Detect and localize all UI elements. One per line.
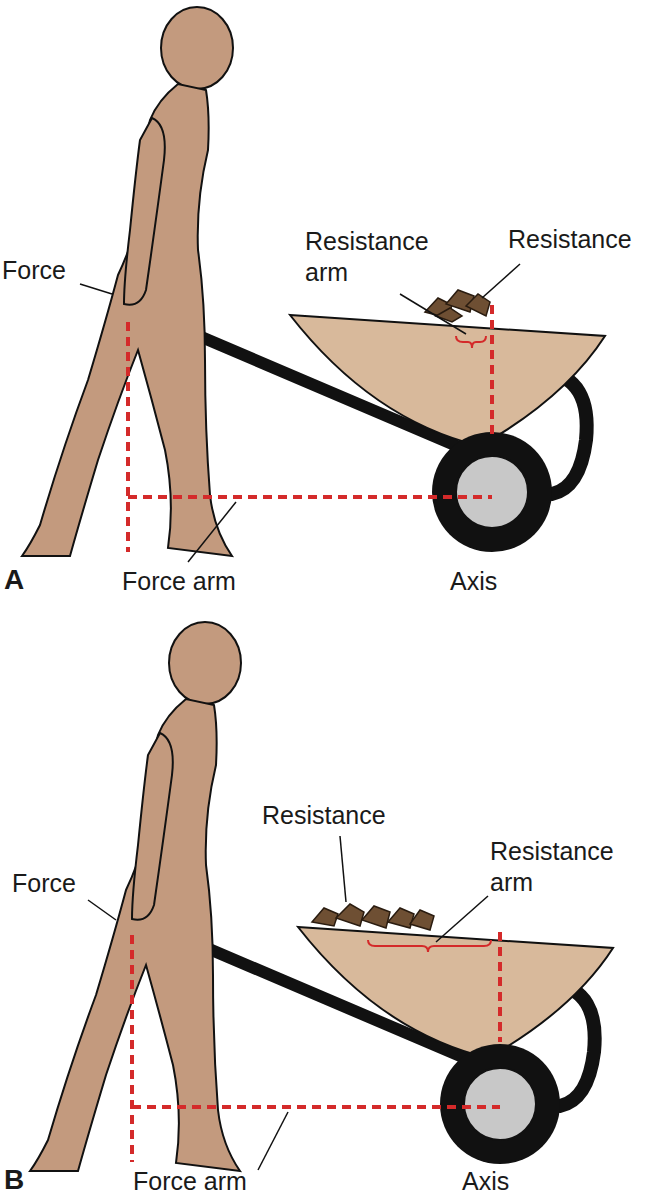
force-arm-label: Force arm [122, 566, 236, 597]
panel-letter: B [4, 1162, 24, 1197]
resistance-arm-label: Resistance arm [305, 226, 470, 289]
panel-letter: A [4, 562, 24, 597]
force-label: Force [2, 255, 66, 286]
resistance-arm-label: Resistance arm [490, 836, 650, 899]
resistance-label: Resistance [508, 224, 632, 255]
axis-label: Axis [450, 566, 497, 597]
leader-lines [80, 264, 520, 562]
leader-lines [88, 836, 488, 1170]
rocks [425, 290, 490, 322]
dashed-reference-lines [128, 305, 492, 552]
rocks [312, 904, 434, 930]
resistance-arm-bracket [368, 940, 491, 952]
force-label: Force [12, 868, 76, 899]
resistance-arm-bracket [456, 336, 486, 348]
force-arm-label: Force arm [133, 1166, 247, 1197]
dashed-reference-lines [132, 932, 500, 1162]
axis-label: Axis [462, 1166, 509, 1197]
resistance-label: Resistance [262, 800, 386, 831]
